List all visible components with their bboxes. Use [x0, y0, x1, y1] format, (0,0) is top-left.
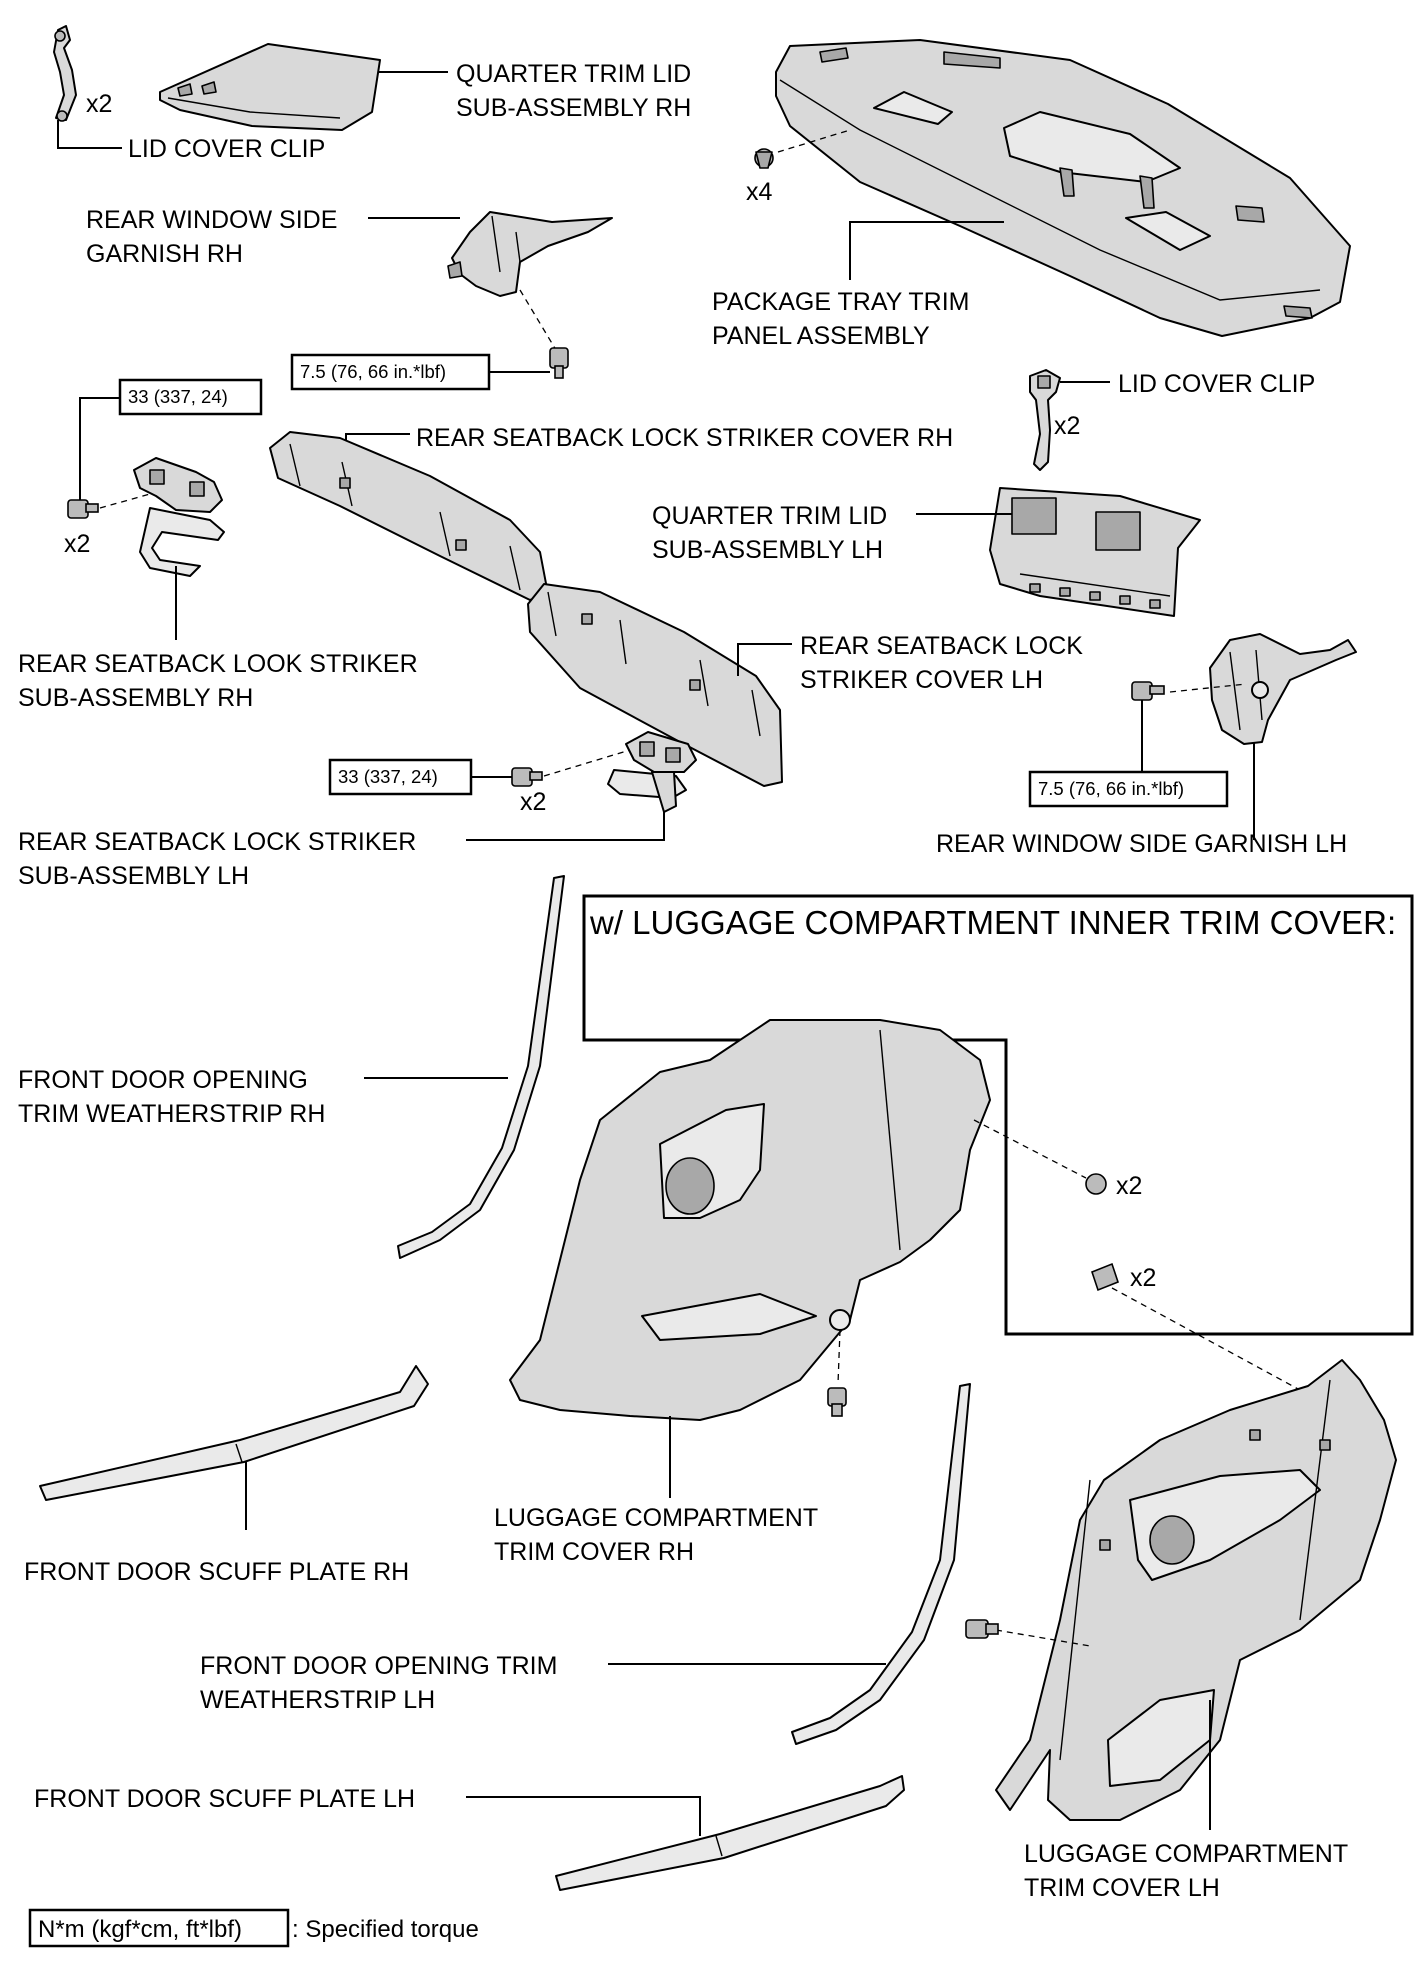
weatherstrip-lh-part	[791, 1383, 971, 1745]
striker-rh-bolt	[67, 499, 99, 519]
garnish-lh-bolt-dashline	[1169, 683, 1247, 693]
striker-lh-dashline	[543, 749, 631, 777]
package-tray-label-2: PANEL ASSEMBLY	[712, 322, 930, 350]
scuff-plate-lh-part	[555, 1775, 905, 1891]
striker-cover-lh-part	[527, 583, 783, 787]
striker-lh-qty: x2	[520, 788, 546, 816]
luggage-cover-rh-label-1: LUGGAGE COMPARTMENT	[494, 1504, 818, 1532]
inner-clip-qty-1: x2	[1116, 1172, 1142, 1200]
rear-window-garnish-lh-part	[1209, 633, 1357, 745]
lid-cover-clip-rh-qty: x2	[86, 90, 112, 118]
striker-rh-part	[133, 457, 225, 577]
package-tray-panel-part	[775, 39, 1351, 337]
luggage-lh-inner-dashline	[1111, 1287, 1301, 1391]
luggage-rh-bottom-clip	[827, 1387, 847, 1417]
garnish-lh-torque-box	[1028, 770, 1229, 808]
striker-cover-lh-label-2: STRIKER COVER LH	[800, 666, 1043, 694]
scuff-plate-rh-label: FRONT DOOR SCUFF PLATE RH	[24, 1558, 409, 1586]
package-tray-label-1: PACKAGE TRAY TRIM	[712, 288, 969, 316]
legend-box	[28, 1908, 290, 1948]
quarter-trim-lid-lh-label-2: SUB-ASSEMBLY LH	[652, 536, 883, 564]
weatherstrip-lh-label-1: FRONT DOOR OPENING TRIM	[200, 1652, 557, 1680]
luggage-rh-clip-dashline-2	[837, 1329, 841, 1385]
rear-window-garnish-rh-part	[447, 211, 613, 297]
luggage-cover-lh-label-2: TRIM COVER LH	[1024, 1874, 1220, 1902]
striker-rh-torque-box	[118, 378, 263, 416]
garnish-lh-bolt	[1131, 681, 1165, 701]
striker-rh-dashline	[99, 493, 151, 509]
garnish-lh-torque-value: 7.5 (76, 66 in.*lbf)	[1038, 778, 1184, 799]
striker-cover-rh-leader	[345, 433, 410, 440]
lid-cover-clip-lh-part	[1029, 369, 1061, 471]
weatherstrip-rh-label-1: FRONT DOOR OPENING	[18, 1066, 308, 1094]
lid-cover-clip-rh-part	[53, 25, 77, 122]
luggage-cover-lh-label-1: LUGGAGE COMPARTMENT	[1024, 1840, 1348, 1868]
package-tray-clip-dashline	[777, 129, 851, 153]
striker-rh-torque-leader	[79, 397, 120, 500]
quarter-trim-lid-rh-part	[159, 43, 381, 131]
luggage-cover-lh-part	[995, 1359, 1397, 1821]
garnish-rh-bolt-dashline	[519, 289, 557, 351]
striker-cover-rh-part	[269, 431, 549, 601]
package-tray-clip-qty: x4	[746, 178, 773, 206]
quarter-trim-lid-lh-label-1: QUARTER TRIM LID	[652, 502, 887, 530]
weatherstrip-rh-part	[397, 875, 565, 1259]
striker-lh-torque-box	[328, 758, 473, 796]
striker-rh-qty: x2	[64, 530, 90, 558]
package-tray-leader	[849, 221, 1004, 280]
rear-window-garnish-lh-label: REAR WINDOW SIDE GARNISH LH	[936, 830, 1347, 858]
inner-trim-cover-frame	[582, 894, 1414, 1336]
luggage-rh-clip-dashline-1	[973, 1119, 1087, 1179]
weatherstrip-rh-label-2: TRIM WEATHERSTRIP RH	[18, 1100, 325, 1128]
luggage-lh-clip	[965, 1619, 999, 1639]
rear-window-garnish-rh-label-1: REAR WINDOW SIDE	[86, 206, 337, 234]
striker-cover-lh-label-1: REAR SEATBACK LOCK	[800, 632, 1083, 660]
striker-cover-rh-label: REAR SEATBACK LOCK STRIKER COVER RH	[416, 424, 953, 452]
garnish-rh-bolt	[549, 347, 569, 379]
quarter-trim-lid-rh-label-2: SUB-ASSEMBLY RH	[456, 94, 691, 122]
weatherstrip-lh-label-2: WEATHERSTRIP LH	[200, 1686, 435, 1714]
luggage-cover-rh-part	[509, 1019, 991, 1421]
striker-cover-lh-leader	[737, 643, 792, 676]
legend-box-text: N*m (kgf*cm, ft*lbf)	[38, 1916, 242, 1943]
striker-lh-label-2: SUB-ASSEMBLY LH	[18, 862, 249, 890]
striker-rh-label-2: SUB-ASSEMBLY RH	[18, 684, 253, 712]
striker-lh-torque-value: 33 (337, 24)	[338, 766, 438, 787]
lid-cover-clip-rh-leader	[57, 120, 122, 149]
scuff-plate-lh-leader	[466, 1796, 701, 1836]
striker-lh-bolt	[511, 767, 543, 787]
inner-clip-qty-2: x2	[1130, 1264, 1156, 1292]
garnish-rh-torque-box	[290, 353, 491, 391]
quarter-trim-lid-rh-label-1: QUARTER TRIM LID	[456, 60, 691, 88]
lid-cover-clip-rh-label: LID COVER CLIP	[128, 135, 325, 163]
lid-cover-clip-lh-qty: x2	[1054, 412, 1080, 440]
scuff-plate-lh-label: FRONT DOOR SCUFF PLATE LH	[34, 1785, 415, 1813]
luggage-rh-clip-1	[1085, 1173, 1107, 1195]
luggage-cover-rh-label-2: TRIM COVER RH	[494, 1538, 694, 1566]
scuff-plate-rh-part	[39, 1365, 429, 1501]
inner-trim-box-title: w/ LUGGAGE COMPARTMENT INNER TRIM COVER:	[589, 904, 1396, 941]
garnish-rh-torque-value: 7.5 (76, 66 in.*lbf)	[300, 361, 446, 382]
striker-lh-label-1: REAR SEATBACK LOCK STRIKER	[18, 828, 416, 856]
striker-rh-torque-value: 33 (337, 24)	[128, 386, 228, 407]
striker-lh-part	[607, 731, 697, 813]
package-tray-clip	[754, 148, 774, 169]
luggage-rh-clip-2	[1091, 1262, 1119, 1292]
quarter-trim-lid-lh-part	[989, 487, 1201, 617]
luggage-lh-clip-dashline	[995, 1629, 1091, 1647]
legend-description: : Specified torque	[292, 1916, 479, 1943]
striker-lh-leader	[466, 812, 665, 841]
lid-cover-clip-lh-label: LID COVER CLIP	[1118, 370, 1315, 398]
rear-window-garnish-rh-label-2: GARNISH RH	[86, 240, 243, 268]
striker-rh-label-1: REAR SEATBACK LOOK STRIKER	[18, 650, 418, 678]
